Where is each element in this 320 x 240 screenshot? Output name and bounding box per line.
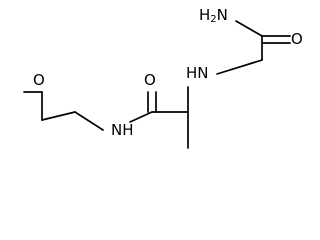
bond-nh2-carbonyl bbox=[235, 20, 263, 37]
methoxy-oxygen-label: O bbox=[33, 71, 45, 89]
bond-ch2-ch2 bbox=[41, 111, 76, 121]
amide-nh-label: NH bbox=[111, 121, 134, 139]
secondary-amine-label: HN bbox=[186, 64, 209, 82]
bond-carbonyl-amide-n bbox=[129, 111, 153, 123]
atom-labels: H2N O HN O O NH bbox=[33, 6, 303, 139]
bond-ch2-nh bbox=[216, 59, 263, 75]
bond-amide-n-ch2 bbox=[74, 111, 104, 131]
amide-oxygen-top-label: O bbox=[291, 30, 303, 48]
chemical-structure: H2N O HN O O NH bbox=[23, 6, 303, 149]
amide-oxygen-mid-label: O bbox=[144, 71, 156, 89]
bonds bbox=[23, 20, 291, 149]
amine-label: H2N bbox=[199, 6, 228, 25]
